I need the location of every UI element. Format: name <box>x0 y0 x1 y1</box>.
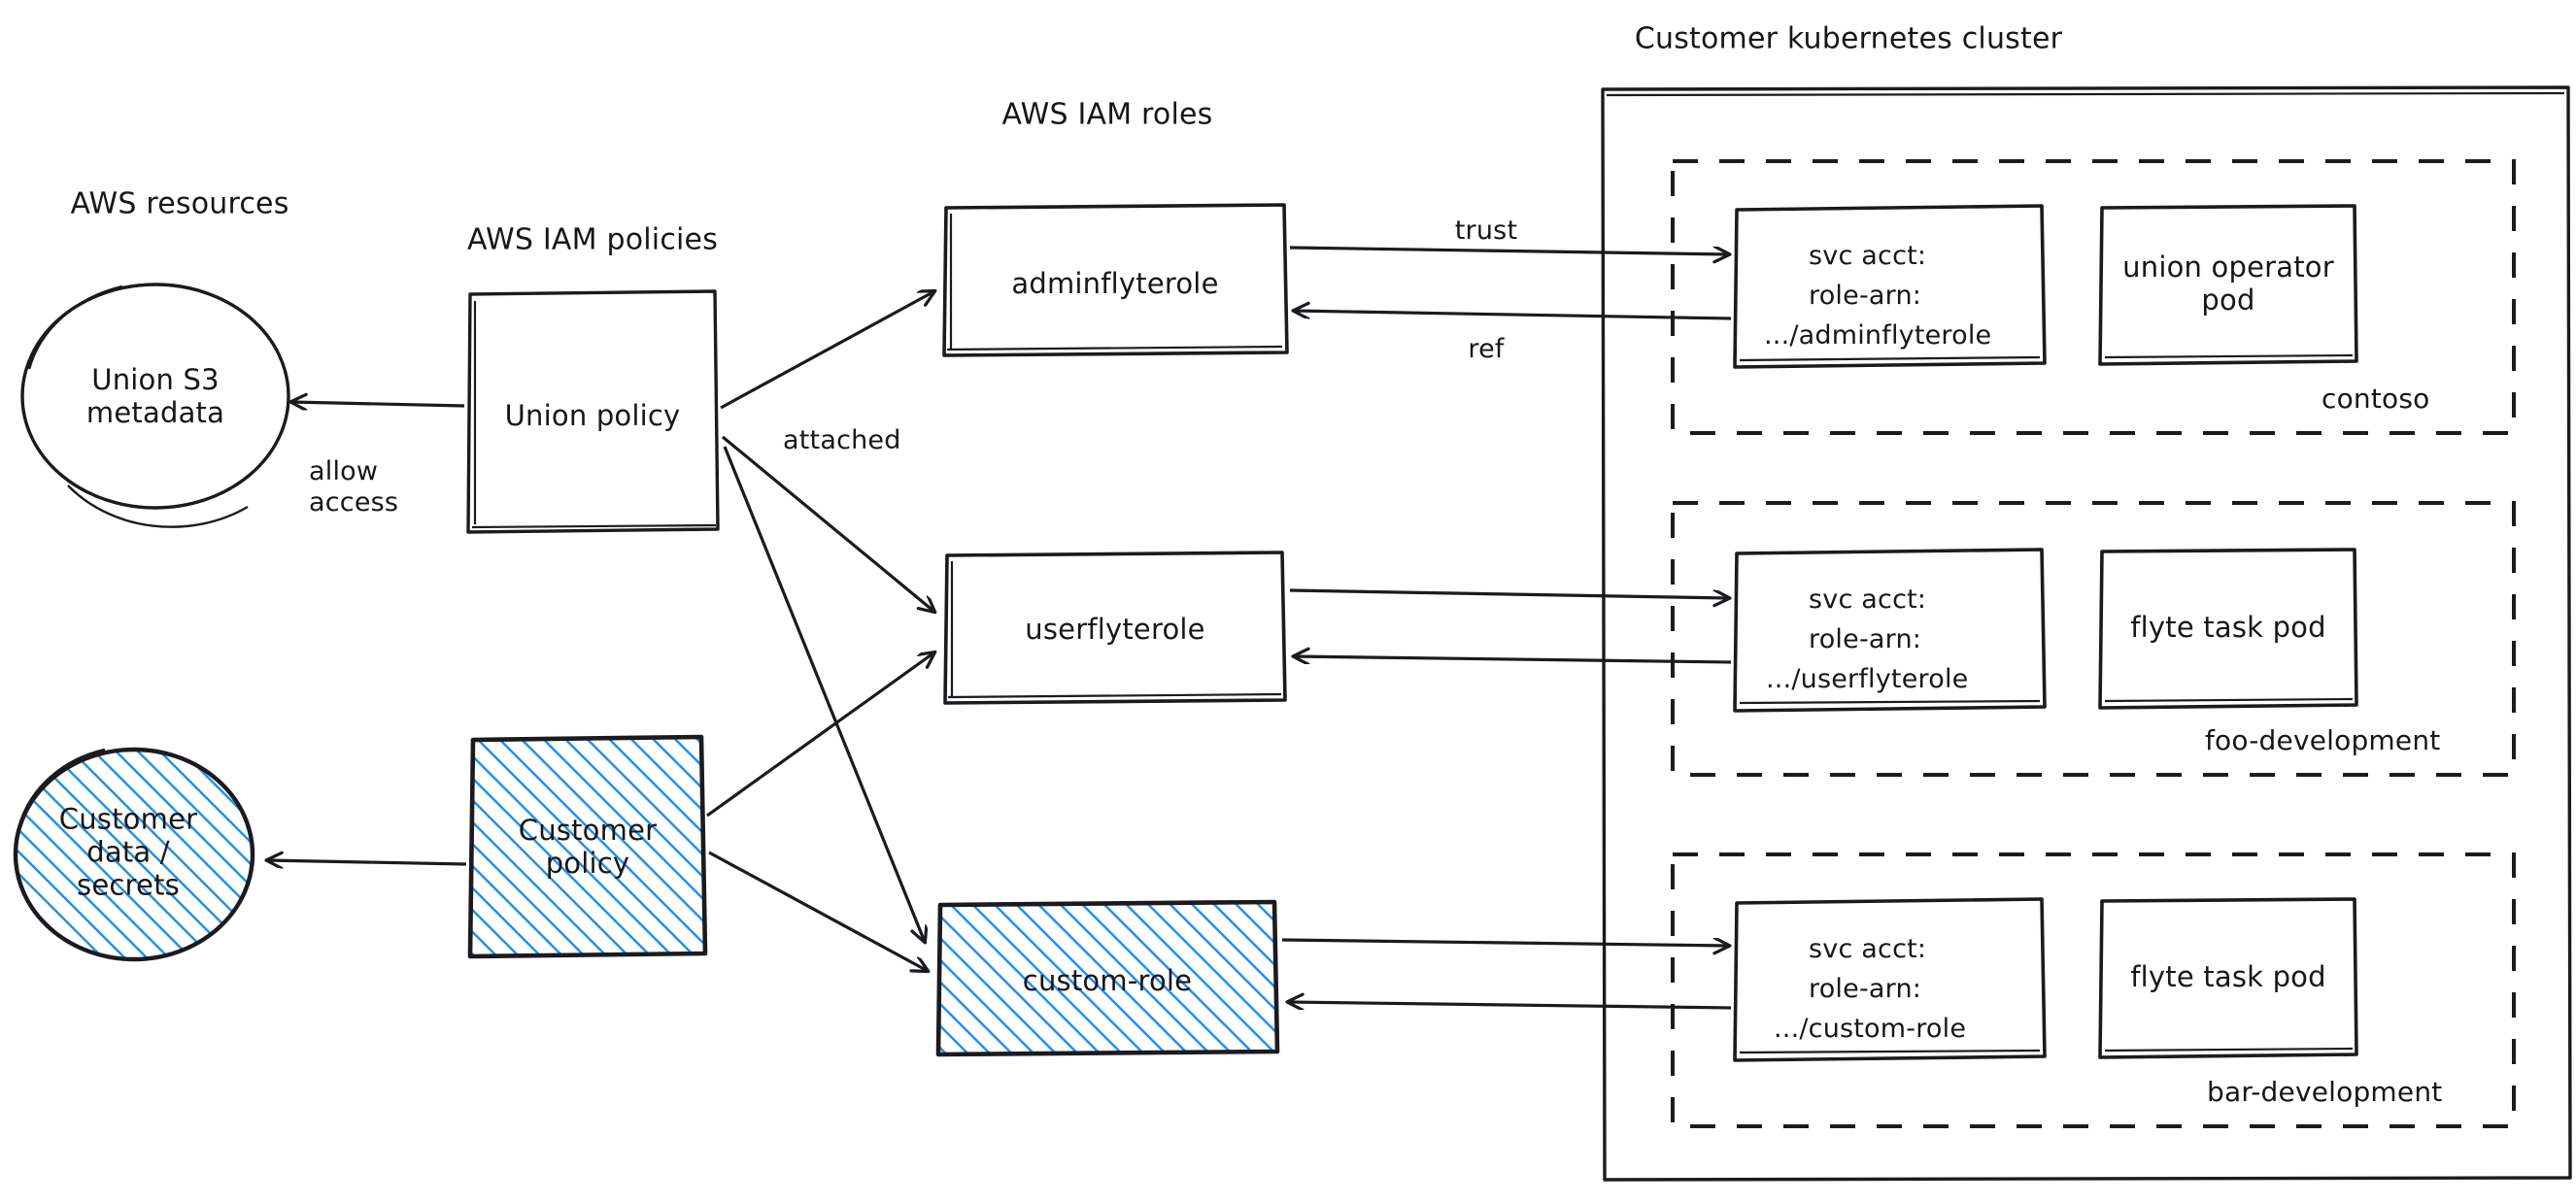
edge-customer-policy-to-custom-role <box>708 851 928 971</box>
edge-union-policy-to-adminflyterole <box>720 291 934 410</box>
contoso-union-operator-pod-node[interactable] <box>2098 204 2358 366</box>
contoso-svc-acct-node[interactable] <box>1733 204 2047 369</box>
bar-development-svc-acct-line1: svc acct: <box>1809 934 1927 964</box>
edge-adminflyterole-trust-contoso-svc-acct <box>1289 246 1729 254</box>
bar-development-svc-acct-line3: .../custom-role <box>1774 1014 1967 1044</box>
namespace-bar-development-box <box>1671 852 2516 1128</box>
contoso-svc-acct-line2: role-arn: <box>1809 281 1922 311</box>
section-title-aws-resources: AWS resources <box>70 186 289 221</box>
edge-label-attached: attached <box>783 425 901 455</box>
customer-data-secrets-label: Customer data / secrets <box>58 802 198 903</box>
edge-custom-role-trust-bar-svc-acct <box>1281 940 1729 946</box>
edge-union-policy-to-userflyterole <box>721 435 934 612</box>
namespace-foo-development-box <box>1671 501 2516 777</box>
userflyterole-label: userflyterole <box>1025 612 1205 646</box>
foo-development-flyte-task-pod-label: flyte task pod <box>2130 610 2326 644</box>
union-s3-metadata-node[interactable] <box>20 283 290 528</box>
edge-foo-svc-acct-ref-userflyterole <box>1294 656 1732 662</box>
customer-data-secrets-node[interactable] <box>13 747 255 962</box>
edge-bar-svc-acct-ref-custom-role <box>1288 1002 1732 1008</box>
namespace-contoso-box <box>1671 159 2516 435</box>
union-policy-label: Union policy <box>504 398 681 432</box>
bar-development-svc-acct-node[interactable] <box>1733 897 2047 1062</box>
bar-development-flyte-task-pod-node[interactable] <box>2098 897 2358 1059</box>
edge-union-policy-to-custom-role <box>723 446 925 942</box>
edge-customer-policy-to-customer-data <box>267 860 467 864</box>
namespace-label-foo-development: foo-development <box>2205 724 2441 756</box>
edge-label-ref: ref <box>1468 334 1505 365</box>
edge-userflyterole-trust-foo-svc-acct <box>1289 588 1729 598</box>
foo-development-svc-acct-line3: .../userflyterole <box>1766 664 1969 694</box>
foo-development-svc-acct-line2: role-arn: <box>1809 624 1922 654</box>
bar-development-flyte-task-pod-label: flyte task pod <box>2130 959 2326 993</box>
edge-customer-policy-to-userflyterole <box>706 652 934 818</box>
namespace-label-contoso: contoso <box>2322 383 2430 415</box>
custom-role-node[interactable] <box>935 899 1280 1057</box>
section-title-aws-iam-policies: AWS IAM policies <box>466 222 719 257</box>
customer-policy-node[interactable] <box>467 734 708 959</box>
contoso-svc-acct-line3: .../adminflyterole <box>1764 320 1992 351</box>
foo-development-svc-acct-line1: svc acct: <box>1809 585 1927 615</box>
contoso-union-operator-pod-label: union operator pod <box>2122 250 2334 317</box>
edge-label-trust: trust <box>1454 216 1518 247</box>
adminflyterole-node[interactable] <box>942 203 1289 357</box>
edge-contoso-svc-acct-ref-adminflyterole <box>1294 311 1732 320</box>
customer-kubernetes-cluster-box <box>1601 85 2572 1182</box>
edge-label-allow-access: allow access <box>309 456 399 518</box>
union-policy-node[interactable] <box>466 289 720 534</box>
customer-policy-label: Customer policy <box>518 813 658 880</box>
foo-development-svc-acct-node[interactable] <box>1733 548 2047 713</box>
custom-role-label: custom-role <box>1022 963 1193 997</box>
section-title-customer-kubernetes-cluster: Customer kubernetes cluster <box>1634 21 2063 56</box>
namespace-label-bar-development: bar-development <box>2207 1076 2443 1108</box>
userflyterole-node[interactable] <box>943 551 1287 705</box>
union-s3-metadata-label: Union S3 metadata <box>85 362 225 429</box>
section-title-aws-iam-roles: AWS IAM roles <box>1001 97 1213 132</box>
edge-union-policy-to-union-s3 <box>291 402 465 406</box>
bar-development-svc-acct-line2: role-arn: <box>1809 974 1922 1004</box>
adminflyterole-label: adminflyterole <box>1011 266 1219 300</box>
contoso-svc-acct-line1: svc acct: <box>1809 241 1927 271</box>
foo-development-flyte-task-pod-node[interactable] <box>2098 548 2358 710</box>
